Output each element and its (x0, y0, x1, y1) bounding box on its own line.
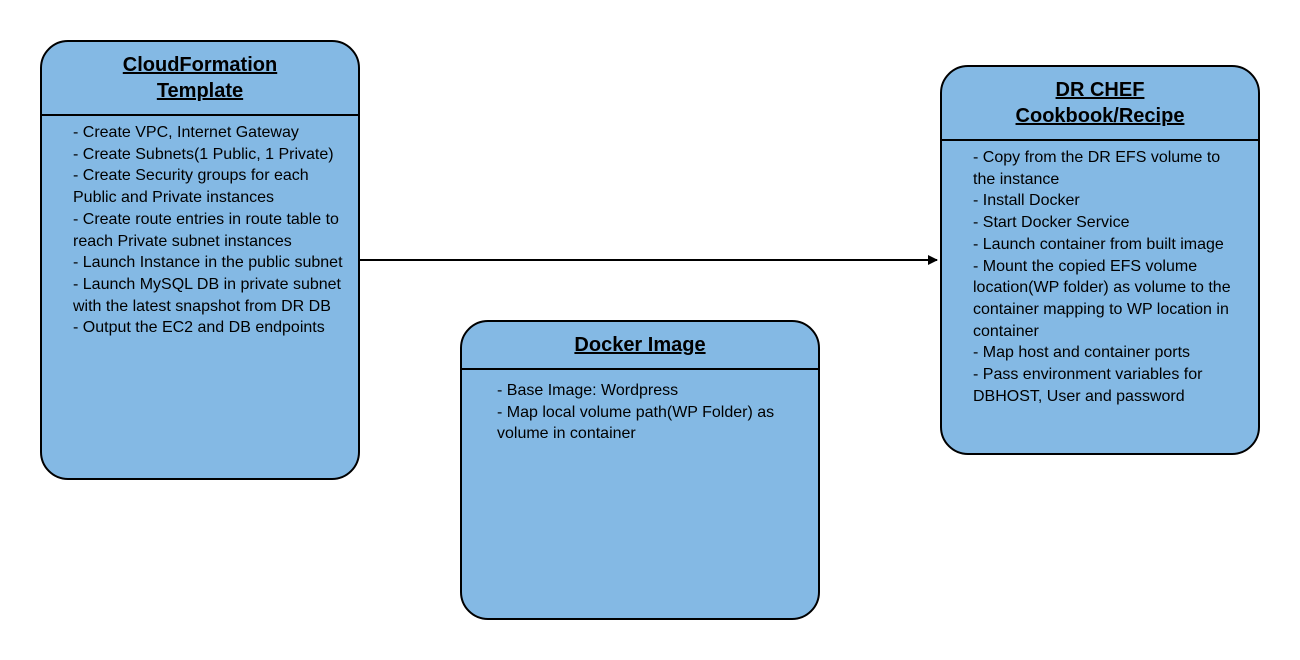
docker-image-step: - Map local volume path(WP Folder) as vo… (497, 403, 775, 443)
dr-chef-step: - Map host and container ports (973, 344, 1191, 362)
cloudformation-header: CloudFormation Template (42, 42, 358, 116)
cloudformation-step: - Create Subnets(1 Public, 1 Private) (73, 145, 334, 163)
docker-image-step: - Base Image: Wordpress (497, 382, 679, 399)
docker-image-steps-list: - Base Image: Wordpress - Map local volu… (462, 370, 818, 445)
docker-image-header: Docker Image (462, 322, 818, 370)
docker-image-title: Docker Image (574, 334, 706, 356)
dr-chef-title-line2: Cookbook/Recipe (1015, 105, 1185, 127)
cloudformation-step: - Create VPC, Internet Gateway (73, 124, 299, 141)
dr-chef-cookbook-box: DR CHEF Cookbook/Recipe - Copy from the … (940, 65, 1260, 455)
dr-chef-header: DR CHEF Cookbook/Recipe (942, 67, 1258, 141)
dr-chef-step: - Copy from the DR EFS volume to the ins… (973, 149, 1221, 188)
docker-image-box: Docker Image - Base Image: Wordpress - M… (460, 320, 820, 620)
cloudformation-step: - Create Security groups for each Public… (73, 167, 309, 207)
dr-chef-step: - Install Docker (973, 192, 1080, 210)
dr-chef-step: - Start Docker Service (973, 214, 1130, 232)
cloudformation-step: - Launch MySQL DB in private subnet with… (73, 275, 341, 315)
dr-chef-title-line1: DR CHEF (1055, 79, 1145, 101)
cloudformation-step: - Output the EC2 and DB endpoints (73, 319, 325, 337)
cloudformation-template-box: CloudFormation Template - Create VPC, In… (40, 40, 360, 480)
cloudformation-step: - Launch Instance in the public subnet (73, 254, 343, 272)
cloudformation-steps-list: - Create VPC, Internet Gateway - Create … (42, 116, 358, 339)
dr-chef-steps-list: - Copy from the DR EFS volume to the ins… (942, 141, 1258, 407)
cloudformation-title-line2: Template (156, 80, 244, 102)
dr-chef-step: - Mount the copied EFS volume location(W… (973, 257, 1231, 340)
dr-chef-step: - Launch container from built image (973, 235, 1224, 253)
cloudformation-title-line1: CloudFormation (122, 54, 278, 76)
dr-chef-step: - Pass environment variables for DBHOST,… (973, 366, 1203, 405)
cloudformation-step: - Create route entries in route table to… (73, 210, 339, 250)
